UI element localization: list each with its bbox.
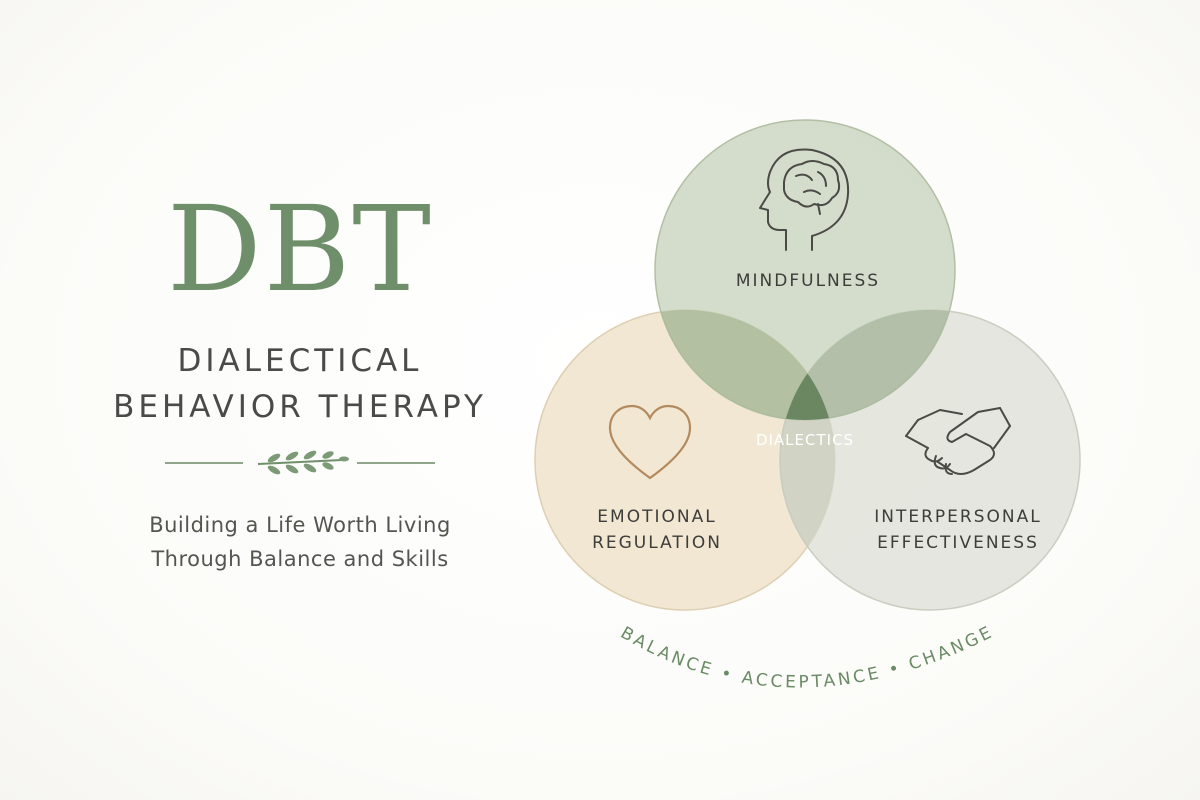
emotional-regulation-label-line-1: EMOTIONAL xyxy=(597,507,716,527)
mindfulness-label: MINDFULNESS xyxy=(736,271,880,291)
title-block: DBT DIALECTICAL BEHAVIOR THERAPY Buildi xyxy=(100,190,500,576)
tagline-line-1: Building a Life Worth Living xyxy=(149,513,451,537)
leaf-divider xyxy=(165,448,435,478)
brain-head-icon xyxy=(759,148,850,251)
handshake-icon xyxy=(905,407,1011,475)
arc-text-path: BALANCE • ACCEPTANCE • CHANGE xyxy=(617,622,994,693)
interpersonal-effectiveness-label-line-1: INTERPERSONAL xyxy=(874,507,1041,527)
dialectics-label: DIALECTICS xyxy=(756,431,854,449)
tagline: Building a Life Worth Living Through Bal… xyxy=(100,508,500,576)
divider-line-left xyxy=(165,462,243,464)
interpersonal-effectiveness-label-line-2: EFFECTIVENESS xyxy=(877,533,1039,553)
overlap-top-left xyxy=(655,310,835,420)
emotional-regulation-label-line-2: REGULATION xyxy=(592,533,722,553)
balance-acceptance-change-arc: BALANCE • ACCEPTANCE • CHANGE xyxy=(617,622,997,693)
heart-icon xyxy=(608,404,692,480)
page-title: DBT xyxy=(166,180,434,318)
overlap-top-right xyxy=(780,310,955,420)
subtitle-line-1: DIALECTICAL xyxy=(177,343,423,379)
olive-branch-icon xyxy=(257,450,349,475)
divider-line-right xyxy=(357,462,435,464)
subtitle-line-2: BEHAVIOR THERAPY xyxy=(113,389,487,425)
subtitle: DIALECTICAL BEHAVIOR THERAPY xyxy=(100,338,500,430)
tagline-line-2: Through Balance and Skills xyxy=(151,547,449,571)
